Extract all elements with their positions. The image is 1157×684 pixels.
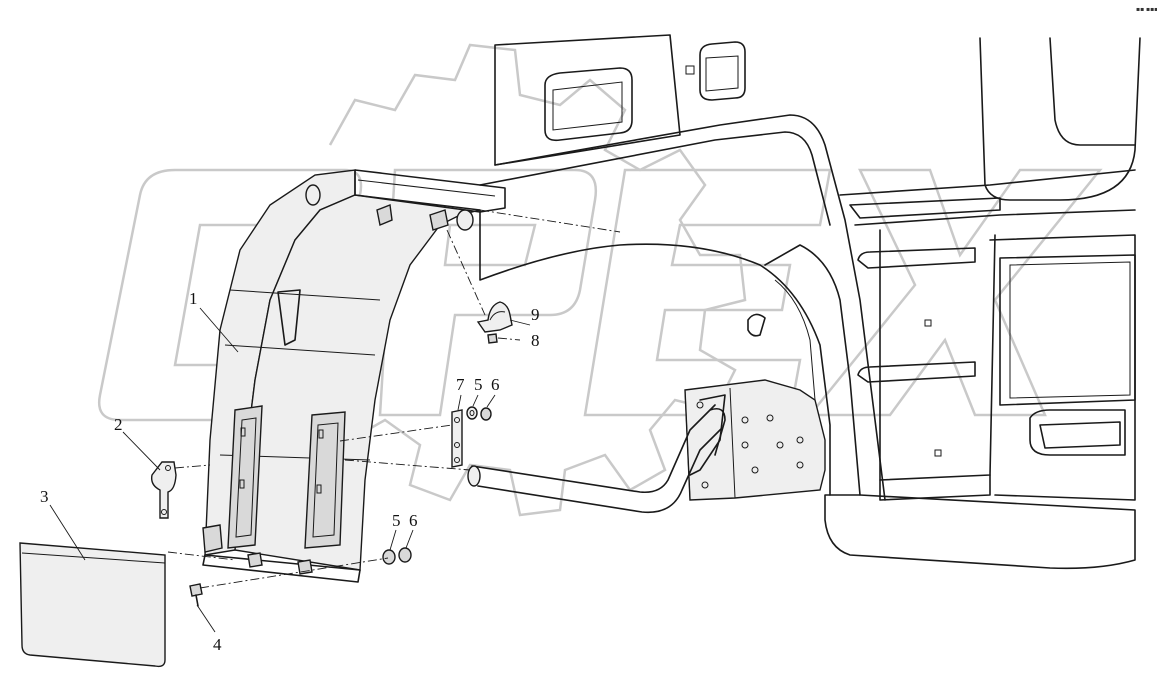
callout-4: 4 xyxy=(213,635,222,654)
cab-body xyxy=(479,34,1141,570)
assembly-lines xyxy=(167,209,621,589)
bolt-part-4 xyxy=(189,583,203,607)
mudguard-bracket xyxy=(684,379,826,501)
support-tube xyxy=(467,404,723,514)
wheel-arch xyxy=(479,209,861,496)
clip-part-9 xyxy=(476,301,513,333)
callout-6-upper: 6 xyxy=(491,375,500,394)
callout-5-lower: 5 xyxy=(392,511,401,530)
callout-1: 1 xyxy=(189,289,198,308)
bracket-part-7 xyxy=(451,409,463,468)
callout-7: 7 xyxy=(456,375,465,394)
corner-mark-text: ▪▪ ▪▪▪ xyxy=(1136,6,1157,13)
callout-6-lower: 6 xyxy=(409,511,418,530)
washer-part-5-lower xyxy=(382,549,396,565)
mudguard-fender xyxy=(202,169,506,583)
clamp-part-2 xyxy=(150,461,177,519)
nut-part-6-upper xyxy=(480,407,492,421)
callout-2: 2 xyxy=(114,415,123,434)
screw-part-8 xyxy=(487,333,498,344)
callout-3: 3 xyxy=(40,487,49,506)
callout-8: 8 xyxy=(531,331,540,350)
nut-part-6-lower xyxy=(398,547,412,563)
leader-lines xyxy=(49,307,531,633)
washer-part-5-upper xyxy=(466,406,478,420)
callouts: 1 2 3 4 5 6 7 5 6 8 9 xyxy=(40,289,540,654)
callout-9: 9 xyxy=(531,305,540,324)
mud-flap-part-3 xyxy=(19,542,166,668)
callout-5-upper: 5 xyxy=(474,375,483,394)
